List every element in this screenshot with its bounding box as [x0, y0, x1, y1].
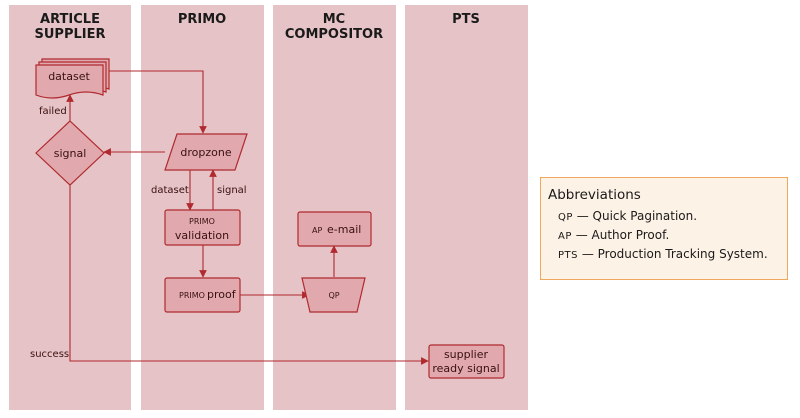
node-dataset-label: dataset: [48, 70, 90, 83]
legend-item-ap: AP — Author Proof.: [558, 228, 777, 242]
lane-mc-compositor: [273, 5, 396, 410]
edge-label-failed: failed: [39, 106, 67, 117]
node-dropzone-label: dropzone: [180, 146, 231, 159]
legend-definition: — Quick Pagination.: [576, 209, 698, 223]
lane-pts: [405, 5, 528, 410]
legend-definition: — Author Proof.: [575, 228, 670, 242]
node-email-smallcaps: AP: [312, 226, 322, 235]
node-signal-label: signal: [54, 147, 87, 160]
lane-title-article-supplier-line1: ARTICLE: [40, 12, 100, 27]
node-signal: signal: [35, 120, 105, 186]
lane-title-pts: PTS: [452, 12, 480, 27]
legend-definition: — Production Tracking System.: [581, 247, 768, 261]
node-email-label: e-mail: [327, 223, 361, 236]
node-ready-line2: ready signal: [432, 362, 499, 375]
edge-dataset-to-dropzone: [106, 70, 207, 134]
lane-title-mc-compositor-line2: COMPOSITOR: [285, 27, 383, 42]
node-dataset: dataset: [35, 58, 110, 99]
node-dropzone: dropzone: [164, 133, 248, 171]
lane-title-article-supplier-line2: SUPPLIER: [35, 27, 106, 42]
node-primo-validation: PRIMO validation: [164, 209, 241, 246]
edge-label-signal: signal: [217, 185, 247, 196]
legend-title: Abbreviations: [548, 187, 641, 203]
legend-item-qp: QP — Quick Pagination.: [558, 209, 777, 223]
lane-title-primo: PRIMO: [178, 12, 226, 27]
node-supplier-ready-signal: supplier ready signal: [428, 344, 505, 379]
edge-label-success: success: [30, 349, 69, 360]
lane-title-mc-compositor-line1: MC: [323, 12, 345, 27]
node-qp-label: QP: [328, 291, 339, 300]
lane-primo: [141, 5, 264, 410]
node-proof-label: proof: [207, 288, 237, 301]
node-qp: QP: [301, 277, 366, 313]
node-ready-line1: supplier: [444, 348, 489, 361]
abbreviations-legend: Abbreviations QP — Quick Pagination. AP …: [540, 177, 788, 280]
legend-abbr: AP: [558, 231, 572, 242]
legend-abbr: PTS: [558, 250, 578, 261]
node-proof-smallcaps: PRIMO: [179, 291, 205, 300]
node-primo-proof: PRIMO proof: [164, 277, 241, 313]
node-ap-email: AP e-mail: [297, 211, 372, 247]
edge-signal-success-to-ready: [69, 184, 429, 365]
node-validation-label: validation: [175, 229, 229, 242]
legend-abbr: QP: [558, 212, 573, 223]
node-validation-smallcaps: PRIMO: [189, 217, 215, 226]
legend-item-pts: PTS — Production Tracking System.: [558, 247, 777, 261]
edge-label-dataset: dataset: [151, 185, 189, 196]
